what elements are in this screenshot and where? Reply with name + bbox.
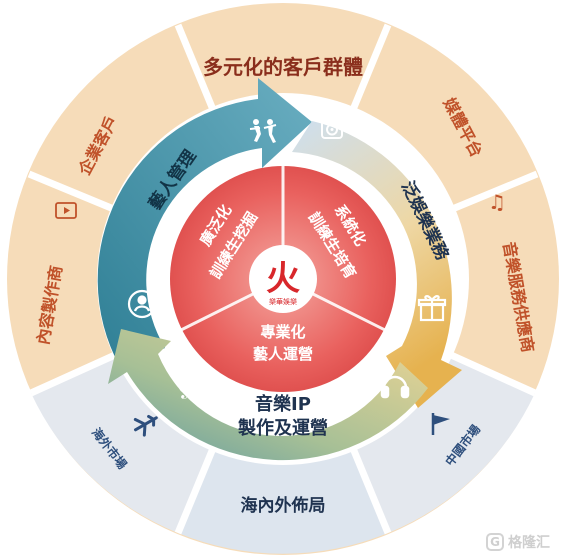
svg-text:♫: ♫	[488, 190, 506, 214]
record-player-icon	[321, 120, 343, 139]
flag-icon	[431, 413, 450, 435]
people-circle-icon	[127, 289, 157, 319]
core-circle: 火 樂華娛樂	[170, 166, 396, 392]
treble-clef-icon: 𝄞	[176, 370, 190, 399]
outer-label-bottom: 海內外佈局	[241, 495, 326, 516]
arrow-music-ip	[108, 329, 428, 461]
logo-caption: 樂華娛樂	[269, 297, 297, 306]
arrow-pan-entertainment	[292, 121, 462, 408]
airplane-icon	[133, 414, 158, 437]
inner-ring	[97, 78, 462, 461]
dancers-icon	[249, 119, 277, 143]
logo-glyph: 火	[266, 259, 300, 299]
inner-label-music-ip-line1: 音樂IP	[255, 393, 311, 415]
inner-label-music-ip-line2: 製作及運營	[237, 417, 328, 439]
watermark-text: 格隆汇	[508, 535, 550, 551]
core-bottom-line1: 專業化	[260, 323, 305, 341]
core-bottom-line2: 藝人運營	[253, 345, 313, 363]
gift-icon	[417, 295, 447, 322]
music-notes-icon: ♫	[488, 190, 506, 214]
watermark-logo: G	[486, 533, 504, 551]
outer-label-top: 多元化的客戶群體	[203, 55, 363, 79]
play-button-icon	[55, 202, 77, 219]
logo-badge	[249, 245, 317, 313]
svg-text:𝄞: 𝄞	[176, 370, 190, 399]
headphones-icon	[380, 375, 410, 399]
watermark: G 格隆汇	[486, 529, 566, 555]
